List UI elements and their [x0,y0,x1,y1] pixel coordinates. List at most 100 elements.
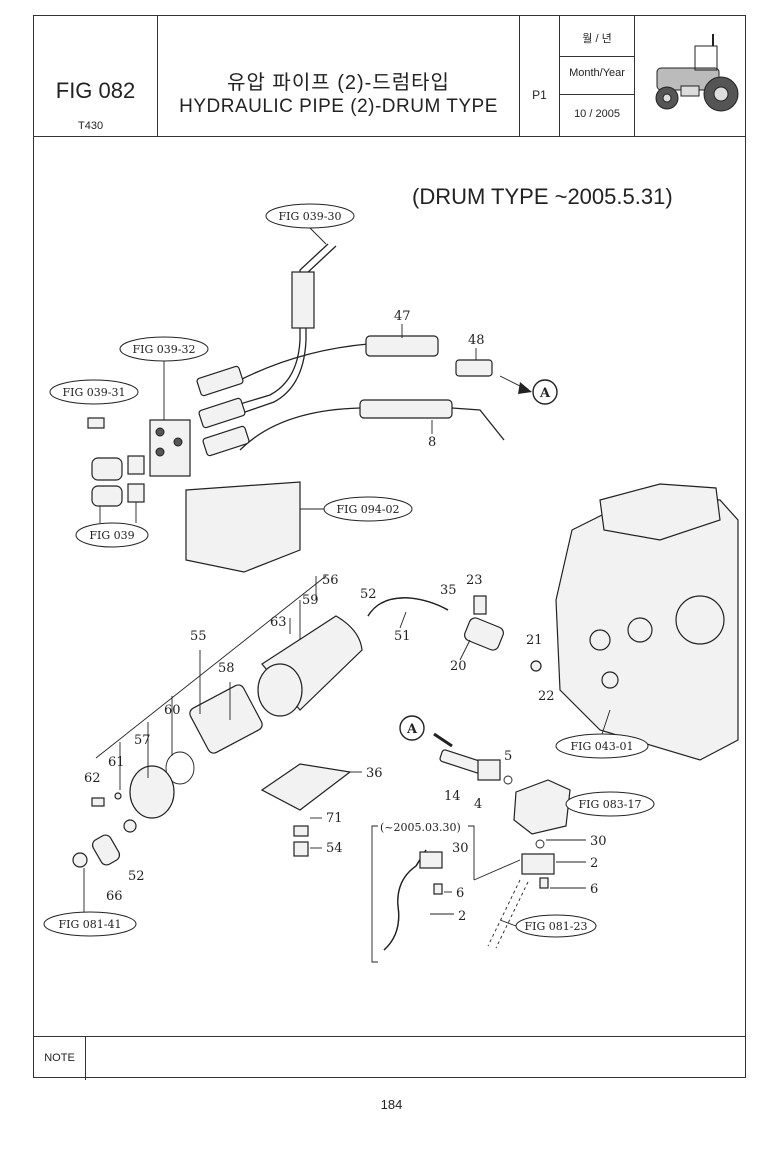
figure-number-cell: FIG 082 T430 [34,16,158,136]
title-korean: 유압 파이프 (2)-드럼타입 [227,72,450,94]
part-36-bracket [260,763,352,811]
title-cell: 유압 파이프 (2)-드럼타입 HYDRAULIC PIPE (2)-DRUM … [158,16,520,136]
filter-flange [257,663,303,717]
part-5-oring [503,775,513,785]
part-51-hose [367,597,449,617]
part-35-label: 35 [440,583,457,598]
hose-upper-left [219,243,329,411]
leader-line [95,575,327,759]
hose-8 [239,407,420,451]
part-14-label: 14 [444,789,461,804]
ref-fig-094-02: FIG 094-02 [337,503,400,516]
part-63-label: 63 [270,615,287,630]
connector-a-bottom [399,715,425,741]
inset-bolt [433,883,443,895]
engine-bore [601,671,619,689]
hose-fitting [291,271,315,329]
figure-number: FIG 082 [55,78,136,103]
parts-sheet: FIG 082 T430 유압 파이프 (2)-드럼타입 HYDRAULIC P… [33,15,746,1080]
hose-end-1 [196,365,244,397]
part-22-label: 22 [538,689,555,704]
sheet-header: FIG 082 T430 유압 파이프 (2)-드럼타입 HYDRAULIC P… [34,16,745,137]
date-label-english: Month/Year [569,67,625,79]
part-20-fitting [464,617,504,651]
ref-fig-039-32: FIG 039-32 [133,343,196,356]
part-52-clamp [123,819,137,833]
nut [127,483,145,503]
part-55-label: 55 [190,629,207,644]
ref-oval [49,379,139,405]
part-47-label: 47 [394,309,411,324]
part-6-bolt [539,877,549,889]
part-30-oring [535,839,545,849]
part-54-label: 54 [326,841,343,856]
engine-bore [675,595,725,645]
engine-bore [627,617,653,643]
inset-caption: (~2005.03.30) [380,821,461,834]
part-57-cover [129,765,175,819]
part-60-gasket [165,751,195,785]
part-8-bend [451,407,505,441]
leader-line [309,227,327,245]
valve-block [149,419,191,477]
valve-port [173,437,183,447]
title-english: HYDRAULIC PIPE (2)-DRUM TYPE [179,96,498,117]
part-20-label: 20 [450,659,467,674]
part-48-fitting [455,359,493,377]
part-62-bolt [91,797,105,807]
bolt [87,417,105,429]
part-54-bolt [293,841,309,857]
part-30-label-inset: 30 [452,841,469,856]
connector-a-label: A [539,386,551,401]
engine-top [599,483,721,541]
engine-bore [589,629,611,651]
ref-fig-081-41: FIG 081-41 [59,918,122,931]
ref-fig-081-23: FIG 081-23 [525,920,588,933]
leader-line [499,919,517,927]
connector-a-top [532,379,558,405]
valve-port [155,447,165,457]
part-23-label: 23 [466,573,483,588]
part-30-label-right: 30 [590,834,607,849]
leader-line [601,709,611,735]
hose-end-2 [198,397,246,429]
part-57-label: 57 [134,733,151,748]
part-62-label: 62 [84,771,101,786]
inset-bracket-left [371,825,378,963]
part-5-label: 5 [504,749,512,764]
inset-block [419,851,443,869]
part-52-label: 52 [360,587,377,602]
part-66-label: 66 [106,889,123,904]
elbow-fitting [91,457,123,481]
part-6-label-right: 6 [590,882,598,897]
part-2-block [521,853,555,875]
elbow-fitting [91,485,123,507]
part-71-label: 71 [326,811,343,826]
date-divider [560,94,634,95]
part-60-label: 60 [164,703,181,718]
part-2-label-right: 2 [590,856,598,871]
ref-oval [75,522,149,548]
part-58-filter-element [189,684,263,754]
part-36-label: 36 [366,766,383,781]
page-number: 184 [380,1097,403,1112]
part-22-oring [530,660,542,672]
hose-47 [239,343,369,381]
pump-body [513,779,571,835]
part-23-plug [473,595,487,615]
clamp [72,852,88,868]
part-58-label: 58 [218,661,235,676]
arrow-from-a [433,732,453,748]
diagram-caption: (DRUM TYPE ~2005.5.31) [412,184,673,209]
part-56-label: 56 [322,573,339,588]
ref-fig-043-01: FIG 043-01 [571,740,634,753]
part-71-washer [293,825,309,837]
bracket-plate [185,481,301,573]
ref-oval [565,791,655,817]
notes-row: NOTE [34,1036,745,1080]
tractor-icon [655,34,739,112]
part-6-label-inset: 6 [456,886,464,901]
tractor-thumbnail-cell [635,16,747,136]
date-value: 10 / 2005 [574,108,620,120]
inset-pipe-outline [383,849,427,951]
